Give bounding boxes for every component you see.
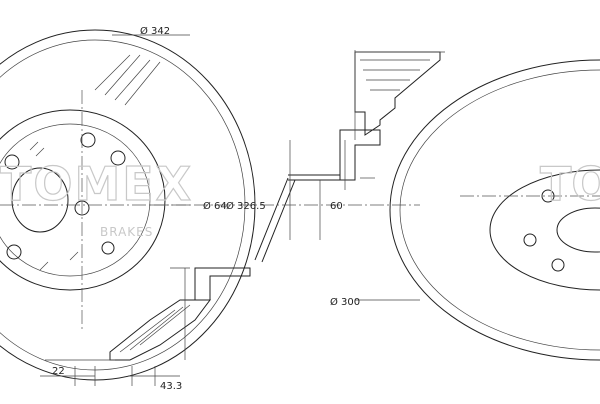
bolt-hole — [110, 150, 126, 166]
dim-hat-diameter: Ø 326.5 — [226, 200, 266, 212]
section-hat-bottom — [194, 267, 251, 301]
side-friction-ring — [399, 69, 600, 351]
watermark-text-right: TOMEX — [540, 157, 600, 211]
watermark-text: TOMEX — [0, 157, 193, 211]
section-lower-vents — [119, 304, 191, 353]
rim-hatching — [94, 54, 161, 106]
dim-pcd: Ø 300 — [330, 296, 360, 308]
watermark-subtext: BRAKES — [100, 225, 153, 239]
cross-section-view: Ø 64 Ø 326.5 60 22 43.3 — [40, 50, 445, 392]
side-hat-ring — [489, 169, 600, 291]
section-hat-top — [339, 129, 381, 181]
side-bolt-hole — [551, 258, 565, 272]
watermark: TOMEX BRAKES TOMEX — [0, 156, 600, 239]
bolt-hole — [101, 241, 115, 255]
side-outer-rim — [389, 59, 600, 361]
section-hat-slope-inner — [261, 179, 296, 263]
section-hat-slope — [254, 177, 289, 261]
bolt-hole — [80, 132, 96, 148]
section-upper-vents — [360, 59, 430, 91]
dim-hat-thickness: 43.3 — [160, 381, 182, 392]
bolt-hole — [6, 244, 22, 260]
side-bolt-hole — [523, 233, 537, 247]
section-lower-ring — [109, 299, 211, 361]
bolt-hole — [4, 154, 20, 170]
disc-hat-inner — [0, 123, 151, 277]
side-center-bore — [556, 207, 600, 253]
section-hat-wall-top — [288, 174, 340, 181]
disc-hat-ring — [0, 109, 166, 291]
dim-outer-diameter: Ø 342 — [140, 25, 170, 37]
disc-side-view: Ø 300 — [330, 59, 600, 361]
dim-center-bore: Ø 64 — [203, 200, 227, 212]
dim-thickness: 22 — [52, 366, 65, 377]
section-upper-ring — [354, 51, 441, 136]
center-bore — [11, 167, 69, 233]
hub-marks — [29, 141, 79, 271]
dim-height: 60 — [330, 201, 343, 212]
